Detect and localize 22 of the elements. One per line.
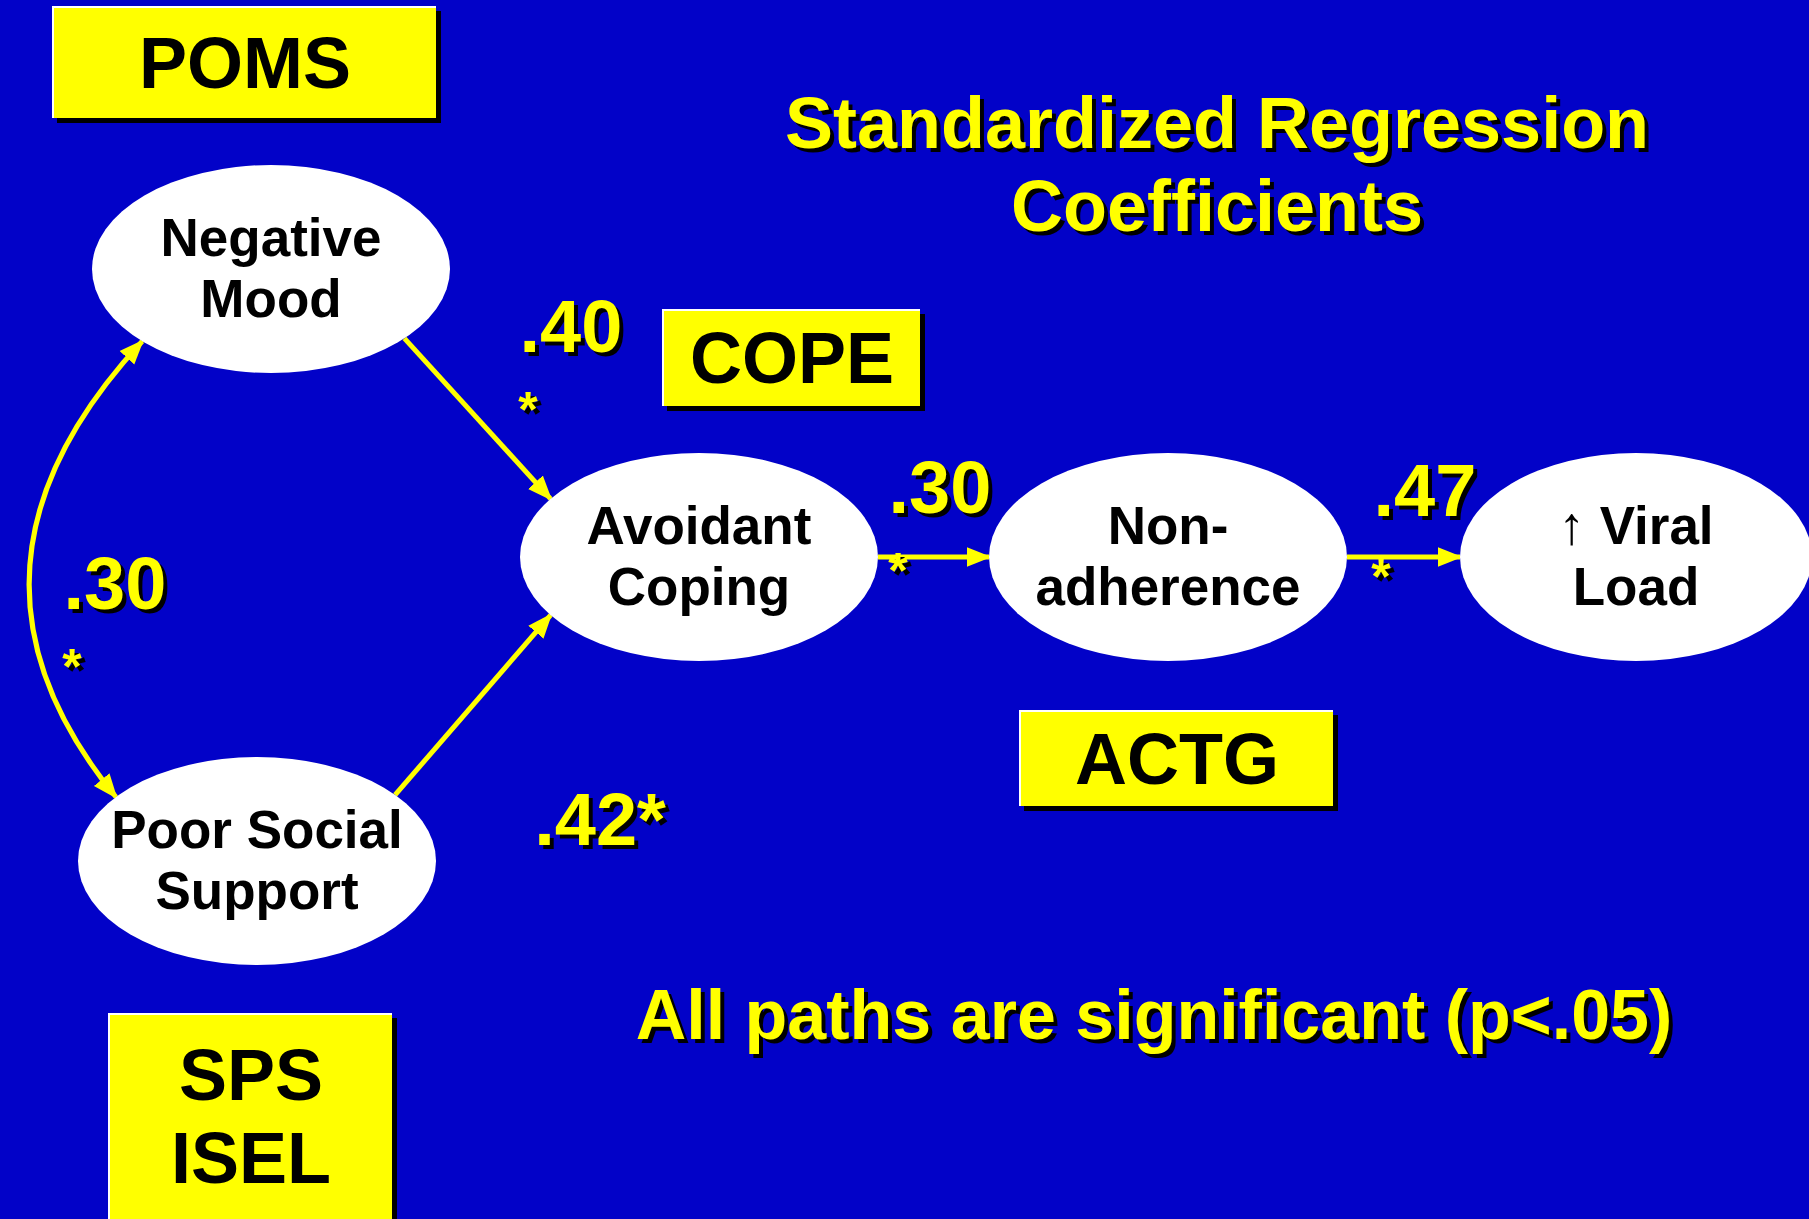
coefficient-label: .47 (1373, 448, 1477, 534)
significance-mark: * (518, 382, 538, 440)
arrow (27, 339, 145, 799)
footnote: All paths are significant (p<.05) (635, 975, 1673, 1056)
coefficient-label: .30 (888, 445, 992, 531)
title: Standardized Regression Coefficients (783, 82, 1651, 248)
node-label: ↑ Viral Load (1557, 496, 1715, 618)
coefficient-label: .40 (519, 284, 623, 370)
arrow (393, 613, 553, 797)
node-label: Avoidant Coping (585, 496, 813, 618)
node-label: Non-adherence (1034, 496, 1302, 618)
coefficient-label: .30 (63, 541, 167, 627)
coefficient-label: .42* (534, 777, 666, 863)
node-label: SPS ISEL (170, 1034, 332, 1200)
node-label: POMS (139, 21, 351, 105)
node-label: Poor Social Support (110, 800, 404, 922)
significance-mark: * (1371, 549, 1391, 607)
node-label: COPE (689, 317, 894, 400)
significance-mark: * (62, 639, 82, 697)
arrow (402, 336, 553, 501)
node-label: Negative Mood (159, 208, 383, 330)
node-label: ACTG (1075, 717, 1279, 801)
